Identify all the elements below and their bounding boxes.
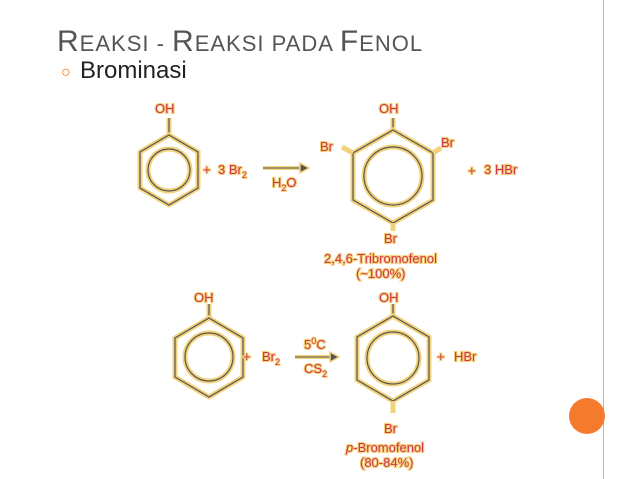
plus-sign: + [437, 349, 445, 364]
reagent-label: Br2 [262, 349, 280, 367]
br-label: Br [384, 421, 398, 436]
bullet-text: Brominasi [80, 57, 187, 84]
product-name: p-Bromofenol [345, 440, 424, 455]
reaction1-product: OH Br Br Br [319, 100, 456, 247]
reagent-label: 3 Br2 [218, 162, 247, 180]
br-label: Br [441, 135, 455, 150]
oh-label: OH [194, 290, 214, 305]
title-part: EAKSI PADA [194, 31, 340, 56]
arrow-condition: H2O [272, 175, 297, 193]
product-yield: (~100%) [356, 266, 406, 281]
byproduct-label: 3 HBr [484, 162, 518, 177]
title-part: EAKSI - [79, 31, 173, 56]
plus-sign: + [243, 349, 251, 364]
reaction2-arrow [295, 350, 341, 364]
br-label: Br [320, 139, 334, 154]
oh-label: OH [379, 290, 399, 305]
oh-label: OH [379, 101, 399, 116]
plus-sign: + [203, 162, 211, 177]
bullet-icon: ○ [61, 64, 71, 81]
byproduct-label: HBr [454, 349, 477, 364]
br-label: Br [384, 231, 398, 246]
reaction1-arrow [263, 161, 311, 175]
title-part: R [57, 25, 80, 58]
plus-sign: + [468, 163, 476, 178]
arrow-condition-above: 50C [304, 336, 326, 352]
title-part: ENOL [359, 31, 424, 56]
product-yield: (80-84%) [360, 455, 413, 470]
title-part: R [172, 25, 195, 58]
arrow-condition-below: CS2 [304, 361, 327, 379]
oh-label: OH [155, 101, 175, 116]
decorative-circle [569, 398, 605, 434]
reaction1-reactant: OH [137, 100, 201, 208]
reaction2-product: OH Br [354, 289, 432, 437]
slide-title: REAKSI - REAKSI PADA FENOL [57, 25, 423, 59]
reaction2-reactant: OH [172, 289, 246, 400]
product-name: 2,4,6-Tribromofenol [324, 251, 437, 266]
title-part: F [339, 25, 360, 58]
slide-border-line [603, 0, 604, 479]
